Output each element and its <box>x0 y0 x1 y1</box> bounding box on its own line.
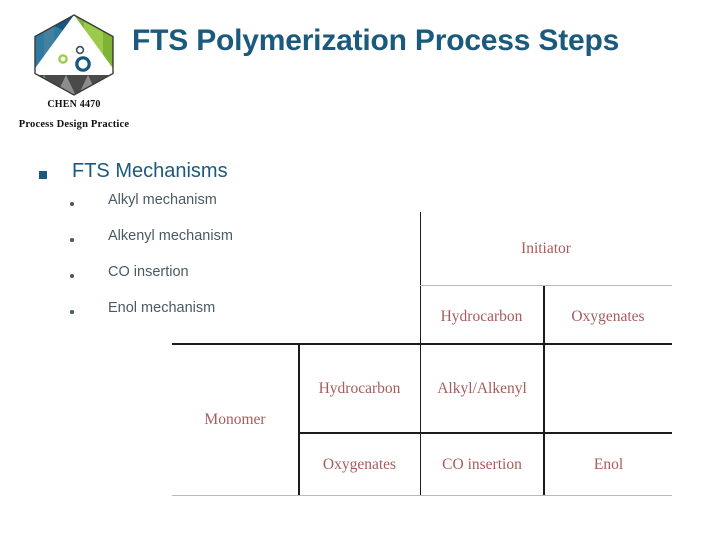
matrix-columns-axis-label: Initiator <box>521 240 571 257</box>
page-title: FTS Polymerization Process Steps <box>132 24 620 57</box>
matrix-hline-bottom <box>172 495 672 496</box>
matrix-row-header-1: Oxygenates <box>322 455 397 473</box>
matrix-vline-initiator <box>420 212 421 495</box>
matrix-hline-initiator-header <box>420 285 672 286</box>
matrix-rows-axis-label: Monomer <box>204 411 266 428</box>
matrix-row-header-0: Hydrocarbon <box>318 379 401 397</box>
outline-level2-label: Alkyl mechanism <box>108 192 217 208</box>
hexagon-logo-icon <box>28 12 120 98</box>
outline-level2-label: CO insertion <box>108 264 189 280</box>
outline-level1-item: FTS Mechanisms <box>0 150 420 188</box>
outline-level1-label: FTS Mechanisms <box>72 160 228 182</box>
outline-level2-label: Enol mechanism <box>108 300 216 316</box>
outline-level2-label: Alkenyl mechanism <box>108 228 233 244</box>
matrix-cell-0-0: Alkyl/Alkenyl <box>437 379 527 397</box>
list-item: Enol mechanism <box>0 296 420 332</box>
slide-header: CHEN 4470 Process Design Practice FTS Po… <box>0 0 720 140</box>
outline-body: FTS Mechanisms Alkyl mechanism Alkenyl m… <box>0 150 420 332</box>
round-bullet-icon <box>70 238 74 242</box>
matrix-column-header-0: Hydrocarbon <box>440 308 523 325</box>
matrix-hline-column-headers <box>172 343 672 345</box>
square-bullet-icon <box>39 171 47 179</box>
round-bullet-icon <box>70 310 74 314</box>
logo-program-subtitle: Process Design Practice <box>18 119 130 130</box>
list-item: Alkyl mechanism <box>0 188 420 224</box>
matrix-column-header-1: Oxygenates <box>571 308 645 325</box>
round-bullet-icon <box>70 202 74 206</box>
list-item: Alkenyl mechanism <box>0 224 420 260</box>
matrix-cell-1-1: Enol <box>593 455 624 473</box>
logo-block: CHEN 4470 <box>4 8 144 110</box>
mechanism-matrix-diagram: Initiator Hydrocarbon Oxygenates Monomer… <box>172 212 672 500</box>
matrix-hline-row-divider <box>298 432 672 434</box>
list-item: CO insertion <box>0 260 420 296</box>
round-bullet-icon <box>70 274 74 278</box>
matrix-vline-initiator-cols <box>543 285 545 495</box>
matrix-cell-1-0: CO insertion <box>442 455 522 473</box>
logo-course-code: CHEN 4470 <box>47 99 101 110</box>
matrix-cell-0-1 <box>545 345 672 432</box>
matrix-vline-monomer <box>298 343 300 495</box>
